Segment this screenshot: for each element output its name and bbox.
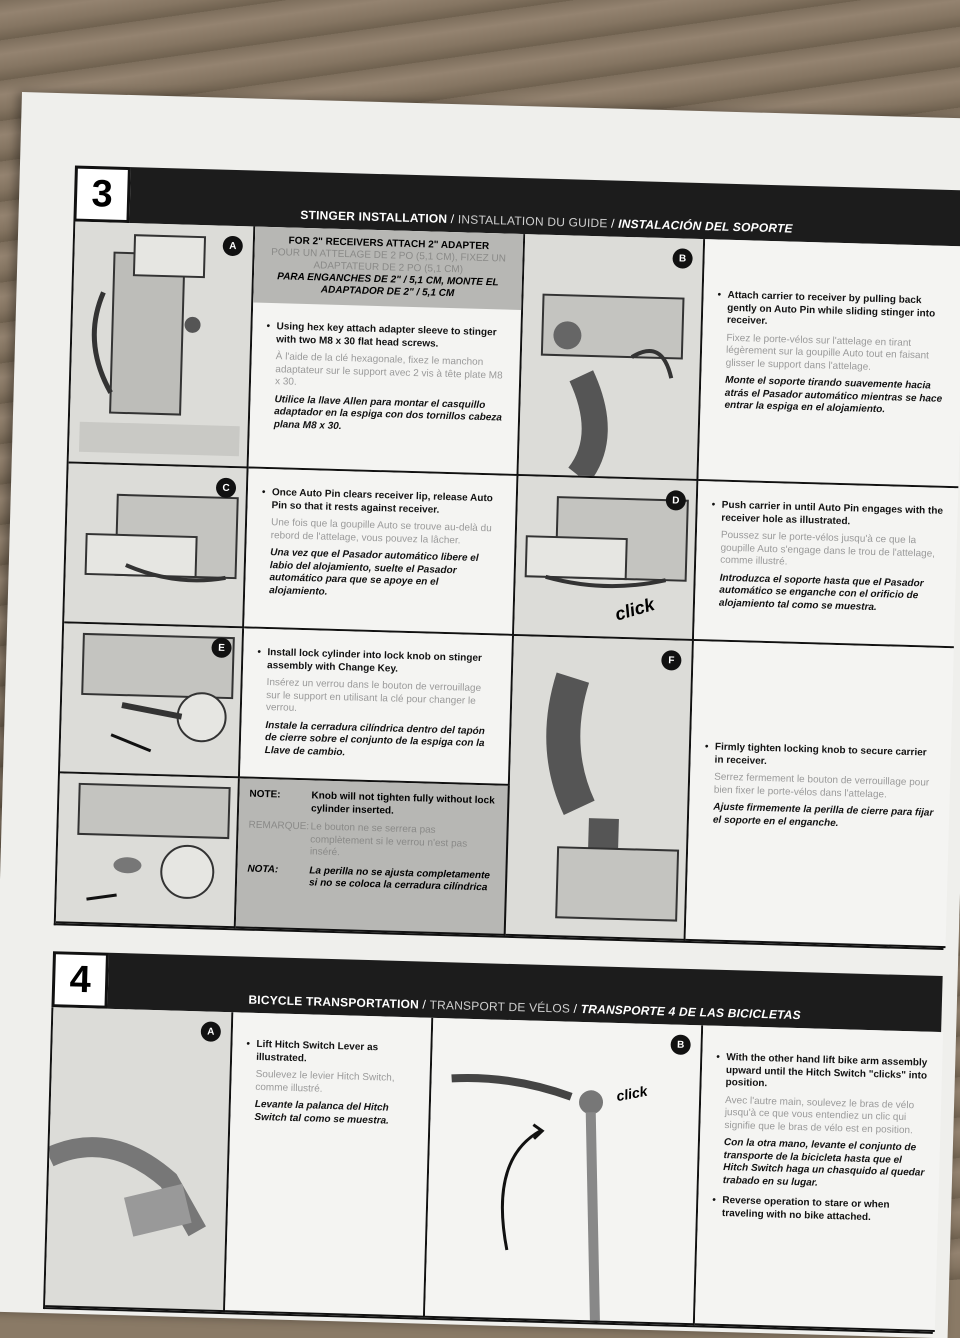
section-4-number: 4 — [51, 951, 109, 1009]
note-label-fr: REMARQUE: — [248, 819, 310, 833]
adapter-note: FOR 2" RECEIVERS ATTACH 2" ADAPTER POUR … — [253, 226, 524, 311]
s4-step-a-es: Levante la palanca del Hitch Switch tal … — [254, 1098, 390, 1127]
note-cell: NOTE: Knob will not tighten fully withou… — [235, 778, 510, 936]
step-f-en: Firmly tighten locking knob to secure ca… — [704, 741, 937, 772]
step-d-en: Push carrier in until Auto Pin engages w… — [711, 499, 944, 530]
section-4-title-en: BICYCLE TRANSPORTATION — [248, 992, 420, 1012]
s4-step-a-text: Lift Hitch Switch Lever as illustrated. … — [230, 1012, 431, 1138]
step-e-fr: Insérez un verrou dans le bouton de verr… — [265, 677, 482, 714]
step-d-text: Push carrier in until Auto Pin engages w… — [695, 481, 959, 626]
step-a-illustration: A — [68, 221, 256, 469]
step-f-text: Firmly tighten locking knob to secure ca… — [688, 641, 953, 843]
s4-step-b-illustration: click B — [424, 1017, 704, 1326]
step-c-illustration: C — [64, 463, 249, 629]
note-es: La perilla no se ajusta completamente si… — [308, 864, 491, 894]
section-3-title-es: INSTALACIÓN DEL SOPORTE — [617, 216, 793, 236]
step-c-text-cell: Once Auto Pin clears receiver lip, relea… — [244, 468, 519, 636]
step-d-illustration: click D — [514, 476, 699, 641]
step-b-illustration: B — [518, 234, 706, 482]
step-e-text: Install lock cylinder into lock knob on … — [240, 628, 512, 773]
s4-step-a-illustration: A — [45, 1007, 234, 1313]
section-3-number: 3 — [73, 165, 131, 224]
step-f-text-cell: Firmly tighten locking knob to secure ca… — [685, 640, 954, 949]
knob-note: NOTE: Knob will not tighten fully withou… — [236, 778, 507, 911]
step-b-en: Attach carrier to receiver by pulling ba… — [717, 290, 950, 334]
step-d-text-cell: Push carrier in until Auto Pin engages w… — [693, 481, 959, 649]
instruction-sheet: 3 STINGER INSTALLATION / INSTALLATION DU… — [0, 92, 960, 1338]
step-a-fr: À l'aide de la clé hexagonale, fixez le … — [274, 351, 503, 388]
page-content: 3 STINGER INSTALLATION / INSTALLATION DU… — [43, 165, 960, 1334]
s4-step-b-text: With the other hand lift bike arm assemb… — [698, 1025, 944, 1236]
step-e2-illustration — [55, 773, 240, 929]
section-4-title-es: TRANSPORTE 4 DE LAS BICICLETAS — [580, 1001, 802, 1023]
step-d-fr: Poussez sur le porte-vélos jusqu'à ce qu… — [720, 529, 936, 568]
note-en: Knob will not tighten fully without lock… — [310, 790, 495, 817]
s4-step-b-en: With the other hand lift bike arm assemb… — [715, 1052, 928, 1095]
s4-step-a-en: Lift Hitch Switch Lever as illustrated. — [246, 1039, 417, 1069]
step-a-en: Using hex key attach adapter sleeve to s… — [266, 321, 507, 353]
s4-step-b-es: Con la otra mano, levante el conjunto de… — [722, 1137, 925, 1189]
step-b-fr: Fixez le porte-vélos sur l'attelage en t… — [725, 332, 930, 373]
step-e-es: Instale la cerradura cilíndrica dentro d… — [264, 719, 486, 758]
note-fr: Le bouton ne se serrera pas complètement… — [309, 821, 468, 859]
section-3-grid: A FOR 2" RECEIVERS ATTACH 2" ADAPTER POU… — [53, 221, 960, 951]
step-a-text-cell: FOR 2" RECEIVERS ATTACH 2" ADAPTER POUR … — [248, 226, 526, 477]
step-f-es: Ajuste firmemente la perilla de cierre p… — [712, 801, 934, 829]
step-f-fr: Serrez fermement le bouton de verrouilla… — [713, 771, 930, 800]
s4-step-a-fr: Soulevez le levier Hitch Switch, comme i… — [255, 1068, 395, 1095]
step-c-text: Once Auto Pin clears receiver lip, relea… — [245, 468, 517, 613]
step-e-text-cell: Install lock cylinder into lock knob on … — [239, 628, 515, 786]
note-label-en: NOTE: — [249, 788, 281, 801]
step-b-es: Monte el soporte tirando suavemente haci… — [724, 374, 943, 416]
section-4-grid: A Lift Hitch Switch Lever as illustrated… — [43, 1007, 944, 1334]
s4-step-b-en2: Reverse operation to stare or when trave… — [712, 1195, 925, 1226]
step-b-text-cell: Attach carrier to receiver by pulling ba… — [698, 239, 960, 489]
step-d-es: Introduzca el soporte hasta que el Pasad… — [718, 572, 924, 613]
section-3-title-fr: INSTALLATION DU GUIDE — [457, 212, 608, 231]
step-c-en: Once Auto Pin clears receiver lip, relea… — [261, 487, 502, 519]
s4-step-b-text-cell: With the other hand lift bike arm assemb… — [694, 1025, 944, 1332]
step-a-es: Utilice la llave Allen para montar el ca… — [273, 393, 503, 432]
step-e-en: Install lock cylinder into lock knob on … — [257, 647, 498, 679]
s4-step-b-fr: Avec l'autre main, soulevez le bras de v… — [724, 1094, 915, 1136]
section-4-title-fr: TRANSPORT DE VÉLOS — [429, 997, 571, 1016]
step-c-fr: Une fois que la goupille Auto se trouve … — [270, 517, 492, 546]
step-f-illustration: F — [505, 635, 694, 941]
step-a-text: Using hex key attach adapter sleeve to s… — [249, 303, 521, 448]
note-label-es: NOTA: — [247, 863, 279, 875]
step-b-text: Attach carrier to receiver by pulling ba… — [700, 239, 960, 429]
section-3-title-en: STINGER INSTALLATION — [300, 207, 448, 226]
step-e-illustration: E — [59, 623, 245, 779]
step-c-es: Una vez que el Pasador automático libere… — [269, 547, 479, 598]
s4-step-a-text-cell: Lift Hitch Switch Lever as illustrated. … — [225, 1012, 434, 1318]
